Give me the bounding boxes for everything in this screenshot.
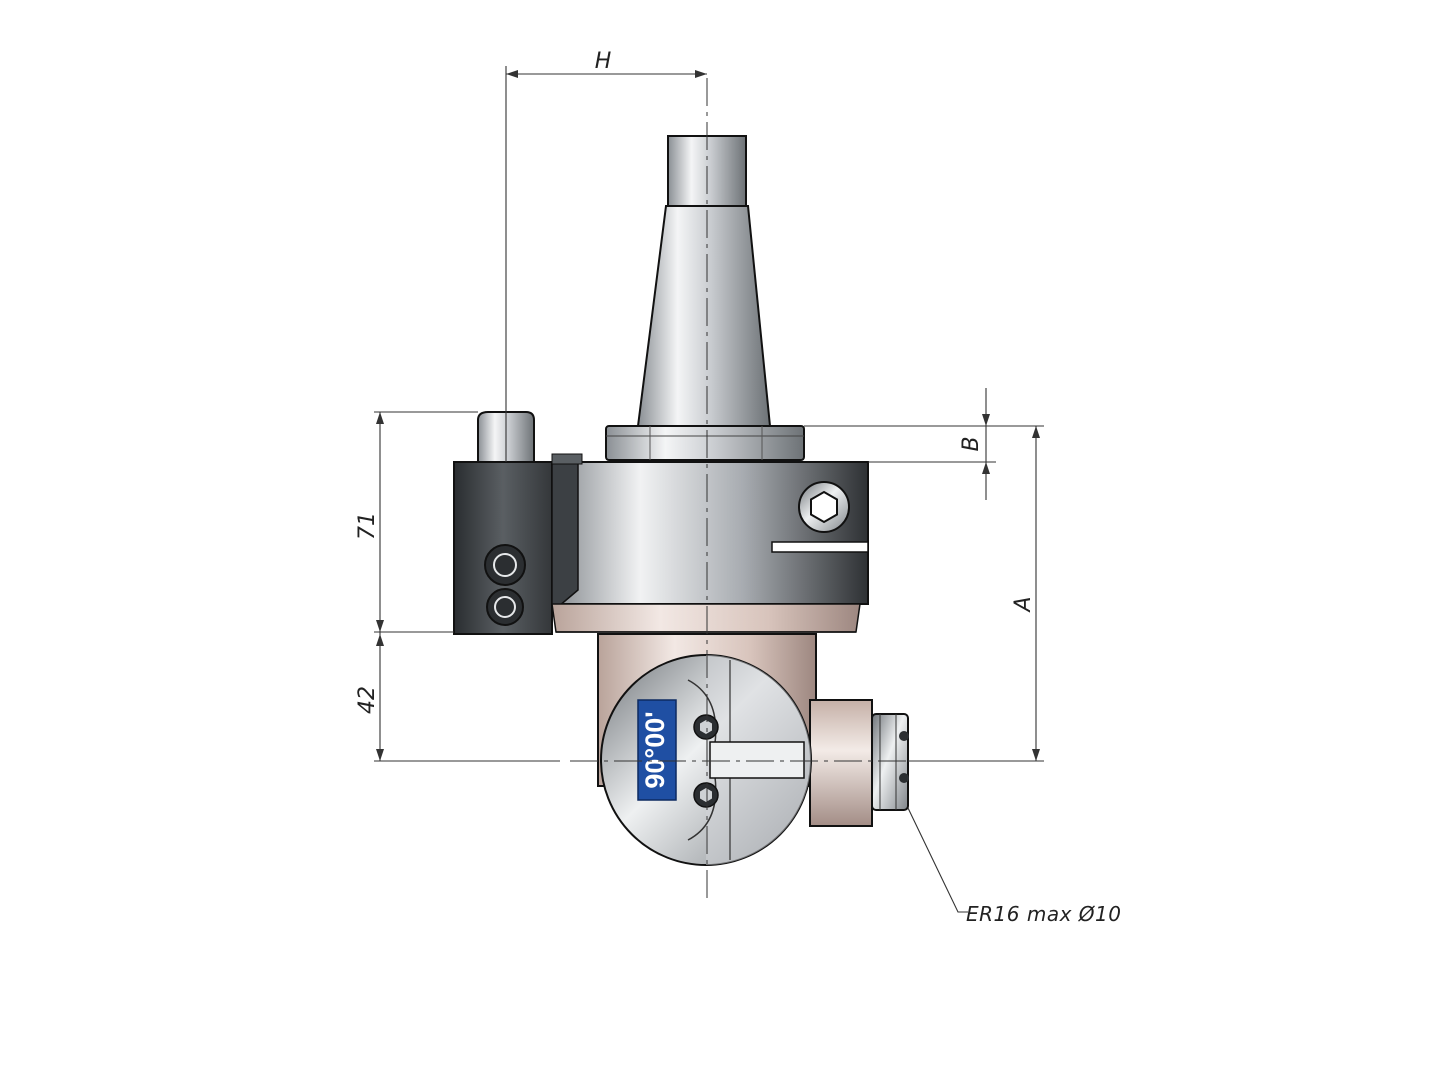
hex-screw (798, 481, 850, 533)
key-detail (551, 453, 583, 465)
dimension-71-label: 71 (355, 512, 380, 540)
dimension-42-label: 42 (355, 686, 380, 714)
dimension-a-label: A (1011, 596, 1036, 613)
shank (605, 135, 805, 461)
dimension-42: 42 (355, 632, 560, 762)
dimension-h-label: H (595, 49, 612, 74)
collet-note: ER16 max Ø10 (907, 807, 1121, 926)
angle-badge: 90°00' (637, 699, 677, 801)
dimension-b-label: B (959, 436, 984, 451)
angle-badge-text: 90°00' (640, 711, 670, 788)
dimension-71: 71 (355, 411, 478, 633)
clamp-screws (484, 544, 526, 626)
center-lines (570, 78, 920, 900)
dimension-a: A (908, 426, 1044, 762)
dimension-b: B (804, 388, 1044, 500)
dimension-h: H (505, 49, 707, 462)
collet-note-text: ER16 max Ø10 (966, 902, 1121, 926)
